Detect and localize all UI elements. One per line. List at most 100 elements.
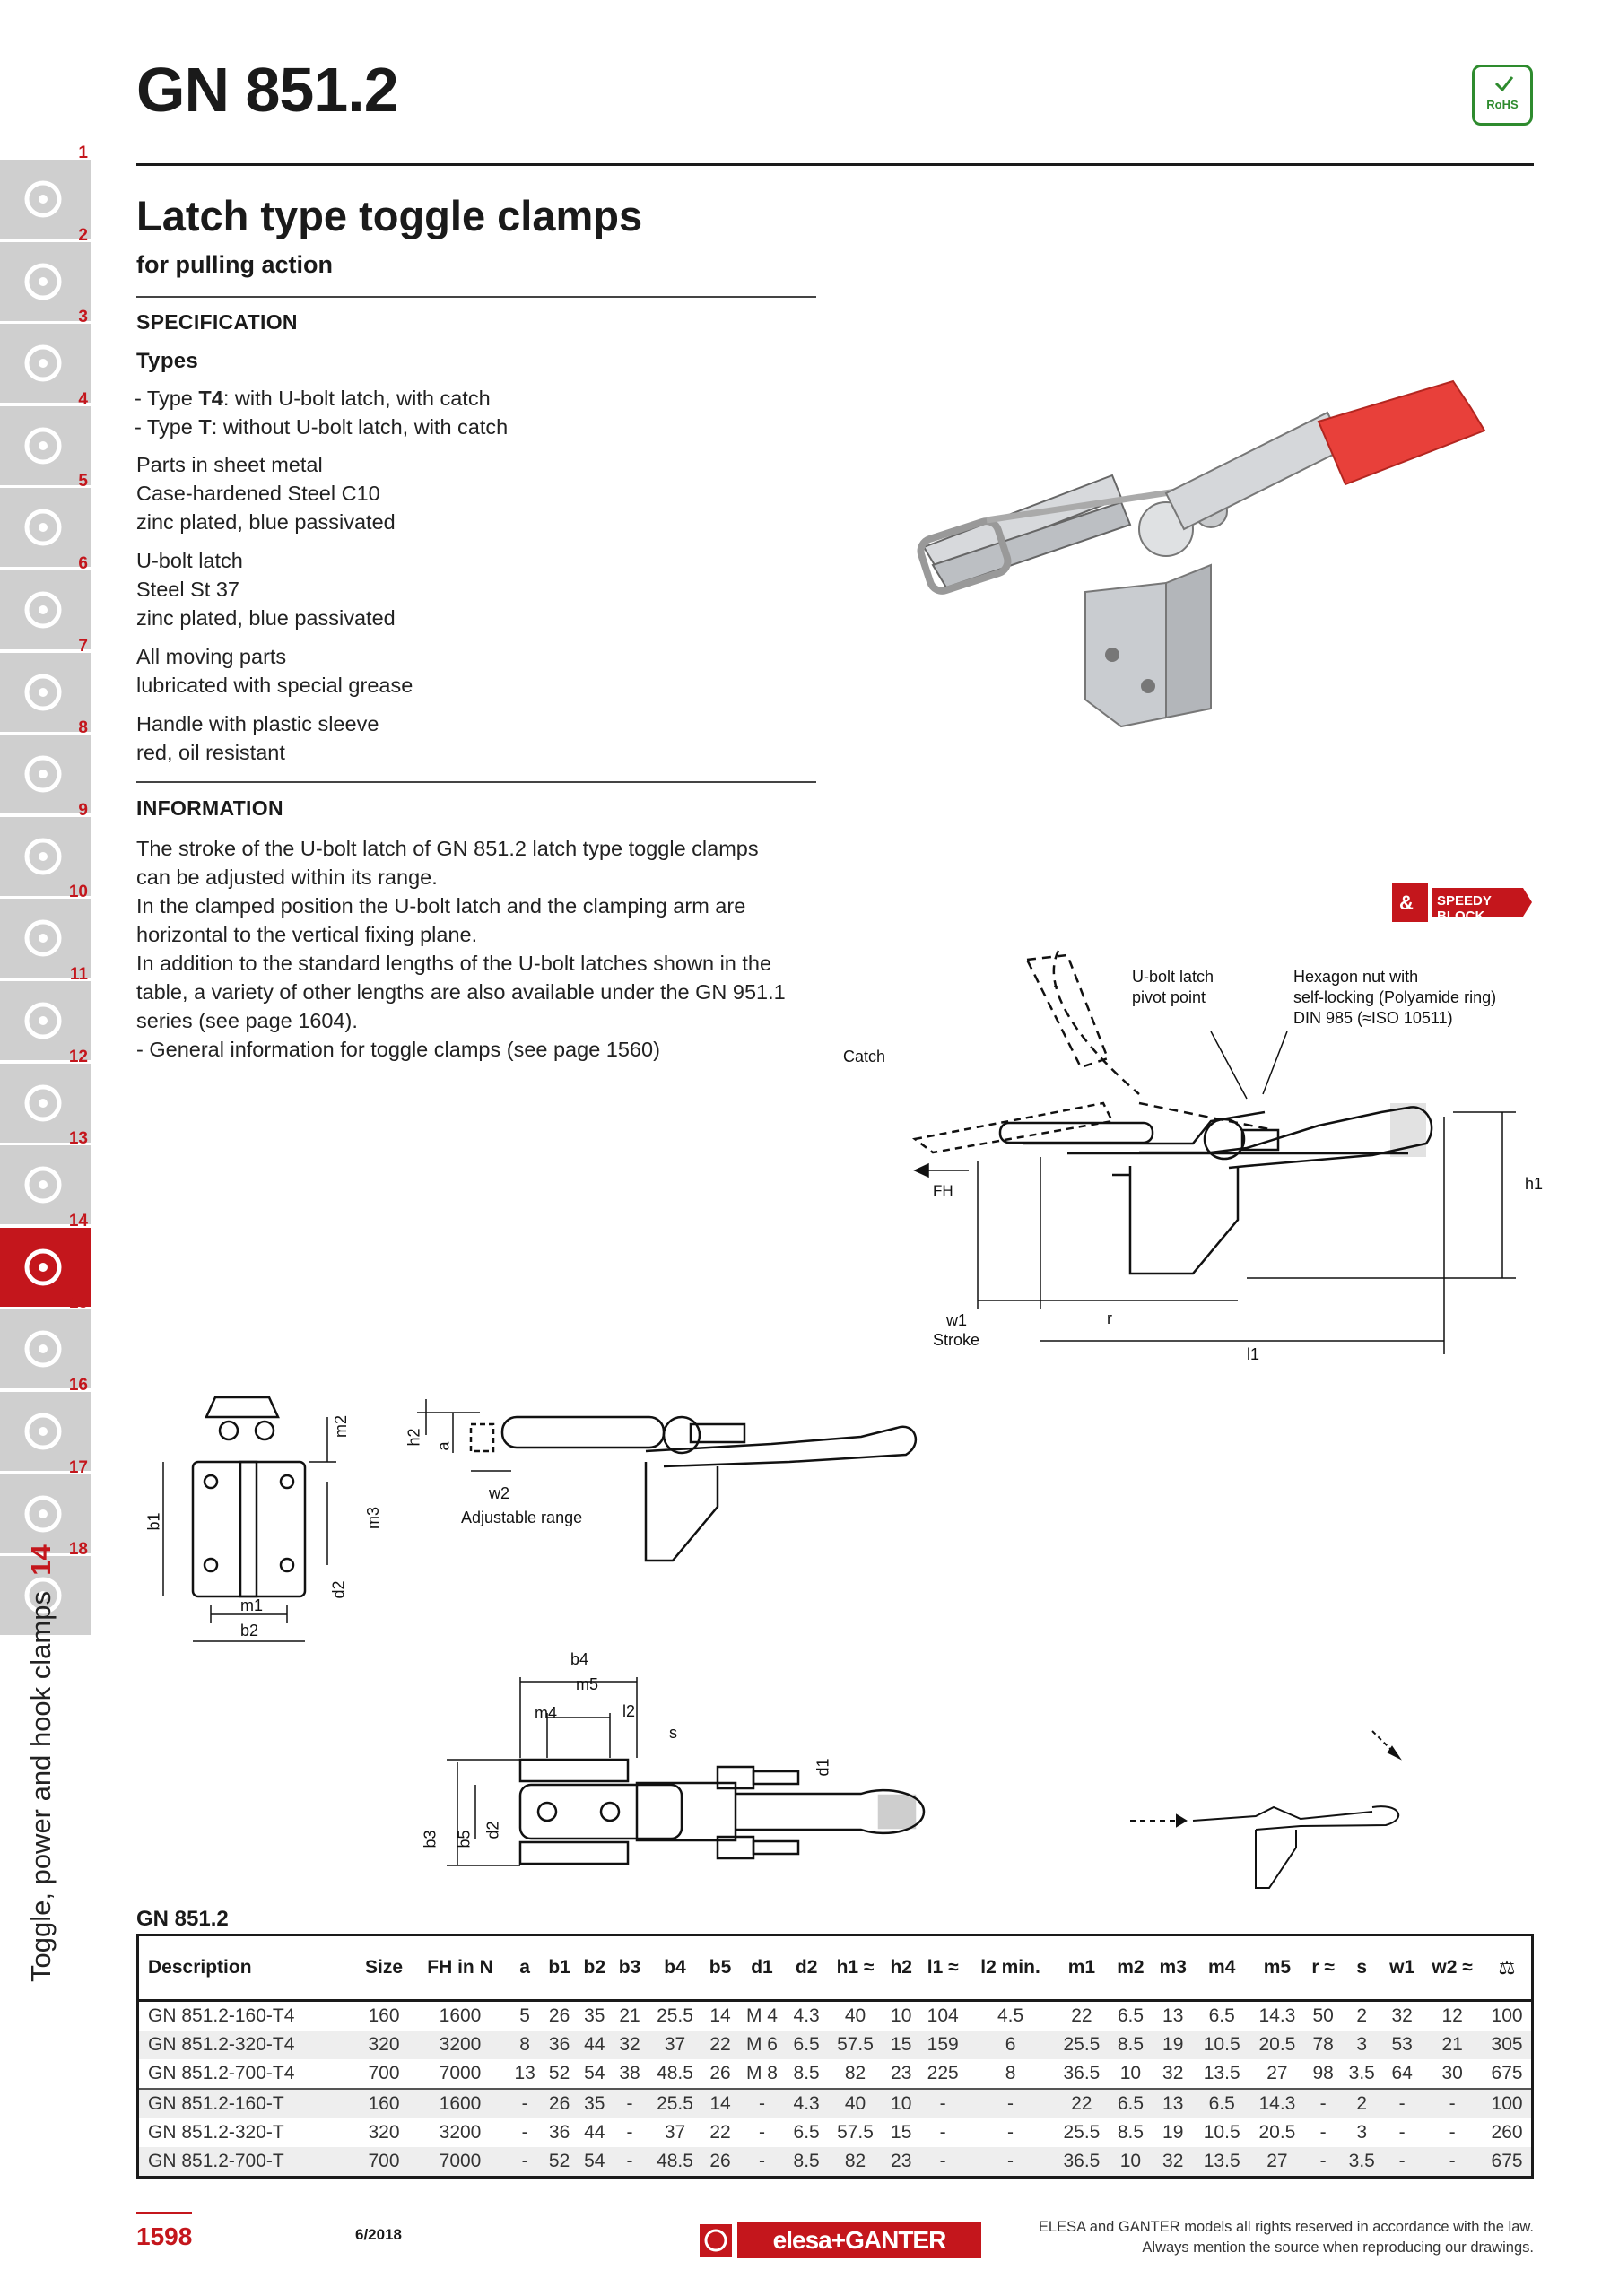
- sidebar-tab-10[interactable]: 10: [0, 883, 91, 978]
- column-header: m5: [1249, 1936, 1305, 2002]
- hex-nut-label: Hexagon nut with self-locking (Polyamide…: [1293, 968, 1497, 1027]
- information-heading: INFORMATION: [136, 796, 283, 820]
- table-cell: 25.5: [657, 2005, 693, 2026]
- sidebar-tab-number: 16: [68, 1376, 88, 1395]
- table-cell: 5: [519, 2005, 530, 2026]
- table-cell: GN 851.2-700-T: [139, 2147, 356, 2176]
- rohs-label: RoHS: [1486, 98, 1519, 111]
- speedy-block-logo: & SPEEDY BLOCK: [1388, 881, 1534, 924]
- table-cell: -: [626, 2122, 633, 2143]
- table-cell: GN 851.2-160-T4: [148, 2005, 295, 2026]
- latch-icon: [20, 1161, 66, 1208]
- type-item: - Type T: without U-bolt latch, with cat…: [135, 415, 509, 439]
- table-cell: 6.5: [786, 2031, 827, 2059]
- table-cell: M 8: [745, 2063, 778, 2083]
- hinge-icon: [20, 1080, 66, 1126]
- column-header: m3: [1152, 1936, 1195, 2002]
- sidebar-tab-1[interactable]: 1: [0, 144, 91, 239]
- table-cell: 4.3: [786, 2088, 827, 2118]
- table-cell: 100: [1483, 2088, 1531, 2118]
- lever-icon: [20, 340, 66, 387]
- table-caption: GN 851.2: [136, 1907, 229, 1931]
- sidebar-tab-6[interactable]: 6: [0, 554, 91, 649]
- sidebar-tab-7[interactable]: 7: [0, 637, 91, 732]
- table-cell: 26: [702, 2147, 738, 2176]
- b4-label: b4: [570, 1650, 589, 1668]
- table-cell: 36.5: [1063, 2063, 1101, 2083]
- table-cell: 260: [1491, 2122, 1523, 2143]
- column-header: d2: [786, 1936, 827, 2002]
- m5-label: m5: [576, 1675, 599, 1693]
- table-cell: 13: [514, 2063, 535, 2083]
- column-header: ⚖: [1483, 1936, 1531, 2002]
- sidebar-tab-2[interactable]: 2: [0, 226, 91, 321]
- product-code: GN 851.2: [136, 55, 399, 125]
- sidebar-tab-12[interactable]: 12: [0, 1048, 91, 1143]
- star-icon: [20, 258, 66, 305]
- a-label: a: [434, 1441, 453, 1451]
- table-cell: GN 851.2-160-T: [139, 2088, 356, 2118]
- grip-icon: [20, 587, 66, 633]
- sidebar-tab-11[interactable]: 11: [0, 965, 91, 1060]
- sidebar-tab-number: 13: [68, 1129, 88, 1149]
- pin-icon: [20, 915, 66, 961]
- sidebar-tab-13[interactable]: 13: [0, 1129, 91, 1225]
- sidebar-tab-number: 18: [68, 1540, 88, 1560]
- sidebar-tab-16[interactable]: 16: [0, 1376, 91, 1471]
- page-subtitle: for pulling action: [136, 251, 333, 278]
- column-header: l2 min.: [967, 1936, 1055, 2002]
- table-cell: 10: [1119, 2063, 1142, 2083]
- table-cell: 48.5: [657, 2063, 693, 2083]
- table-cell: 6.5: [1194, 2088, 1250, 2118]
- table-cell: 7000: [412, 2147, 509, 2176]
- table-cell: 8.5: [1109, 2031, 1153, 2059]
- sidebar-tab-18[interactable]: 18: [0, 1540, 91, 1636]
- page-number-rule: [136, 2212, 192, 2214]
- table-cell: 19: [1152, 2031, 1195, 2059]
- m3-label: m3: [364, 1506, 383, 1530]
- table-cell: 320: [368, 2122, 400, 2143]
- column-header: b5: [702, 1936, 738, 2002]
- sidebar-tab-5[interactable]: 5: [0, 472, 91, 568]
- table-cell: 8.5: [793, 2063, 820, 2083]
- table-cell: 32: [1391, 2005, 1413, 2026]
- wheel-icon: [20, 1491, 66, 1537]
- sidebar-tab-number: 2: [78, 225, 88, 245]
- table-cell: GN 851.2-320-T4: [139, 2031, 356, 2059]
- table-cell: 3.5: [1348, 2063, 1375, 2083]
- sidebar-tab-number: 12: [68, 1047, 88, 1066]
- r-label: r: [1107, 1309, 1112, 1327]
- sidebar-tab-4[interactable]: 4: [0, 390, 91, 485]
- table-cell: 26: [709, 2063, 731, 2083]
- table-cell: -: [918, 2147, 968, 2176]
- sidebar-tab-9[interactable]: 9: [0, 801, 91, 896]
- table-cell: -: [1304, 2088, 1342, 2118]
- table-cell: -: [918, 2088, 968, 2118]
- table-cell: -: [737, 2088, 787, 2118]
- table-cell: 1600: [439, 2005, 482, 2026]
- table-cell: 14: [709, 2005, 731, 2026]
- sidebar-tab-8[interactable]: 8: [0, 718, 91, 814]
- sidebar-tab-3[interactable]: 3: [0, 308, 91, 404]
- table-cell: 10: [891, 2005, 912, 2026]
- front-view-drawing: [162, 1396, 336, 1642]
- table-cell: 3: [1341, 2031, 1383, 2059]
- sidebar-tab-17[interactable]: 17: [0, 1458, 91, 1553]
- sidebar-tab-14[interactable]: 14: [0, 1212, 91, 1307]
- table-cell: 32: [1162, 2063, 1184, 2083]
- table-cell: 50: [1312, 2005, 1334, 2026]
- table-cell: 10.5: [1194, 2031, 1250, 2059]
- sidebar-tab-15[interactable]: 15: [0, 1293, 91, 1389]
- brand-name: elesa+GANTER: [737, 2222, 981, 2258]
- table-cell: 10: [1109, 2147, 1153, 2176]
- table-cell: 21: [619, 2005, 640, 2026]
- adjustable-range-label: Adjustable range: [461, 1509, 583, 1526]
- column-header: b2: [577, 1936, 613, 2002]
- column-header: Description: [139, 1936, 356, 2002]
- table-cell: 13.5: [1203, 2063, 1240, 2083]
- information-text: The stroke of the U-bolt latch of GN 851…: [136, 837, 786, 1061]
- table-cell: -: [508, 2147, 542, 2176]
